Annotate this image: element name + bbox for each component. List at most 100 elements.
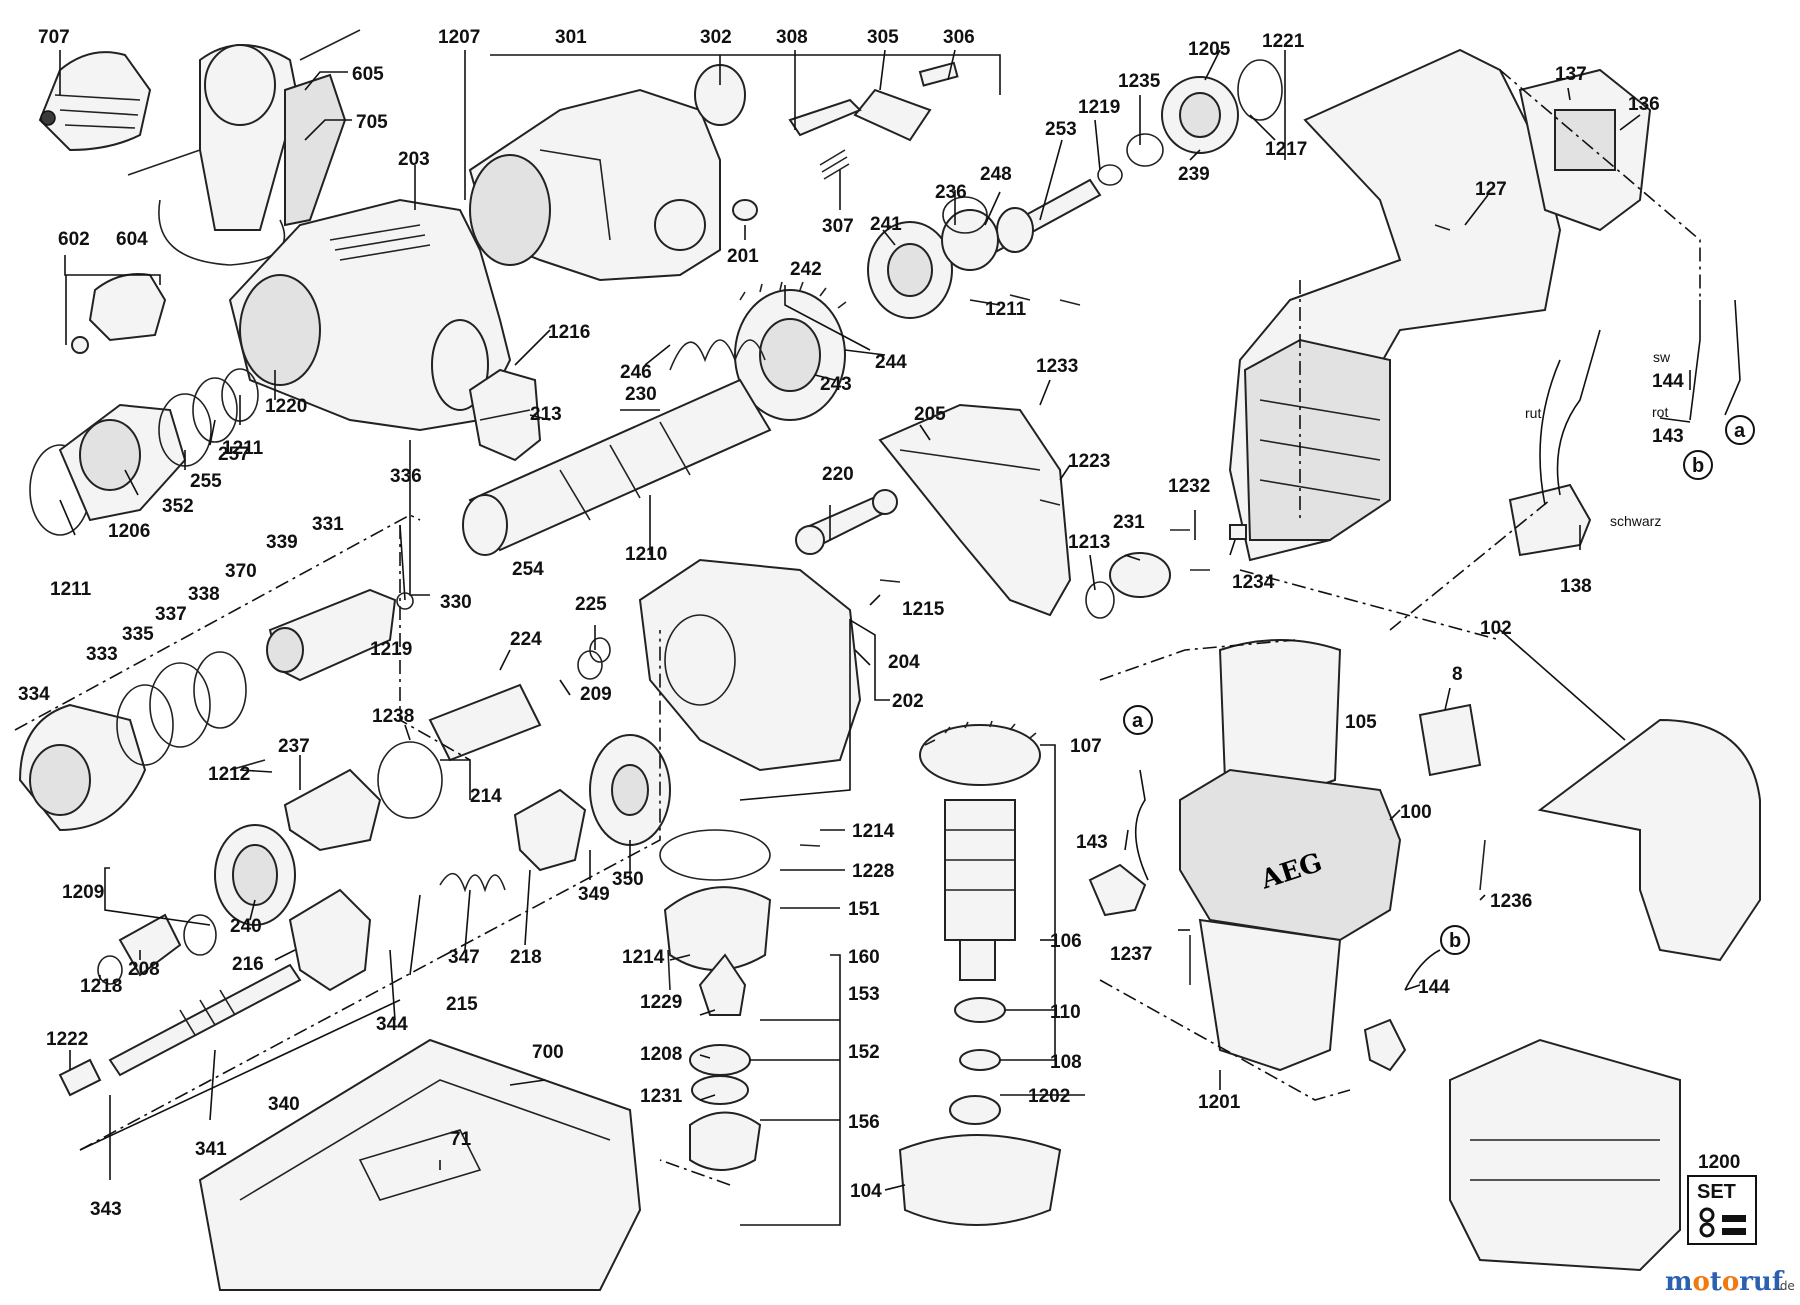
part-label-201: 201 bbox=[727, 246, 759, 267]
part-label-241: 241 bbox=[870, 214, 902, 235]
part-label-1232: 1232 bbox=[1168, 476, 1210, 497]
group-brackets bbox=[14, 69, 1701, 1186]
tool-holder bbox=[266, 588, 397, 682]
part-label-137: 137 bbox=[1555, 64, 1587, 85]
part-label-352: 352 bbox=[162, 496, 194, 517]
crank-housing bbox=[638, 558, 862, 772]
part-label-246: 246 bbox=[620, 362, 652, 383]
part-label-110: 110 bbox=[1050, 1002, 1081, 1023]
part-label-604: 604 bbox=[116, 229, 148, 250]
flange bbox=[1085, 552, 1171, 619]
part-label-203: 203 bbox=[398, 149, 430, 170]
handle-shell bbox=[1449, 718, 1761, 1272]
part-label-331: 331 bbox=[312, 514, 344, 535]
side-handle bbox=[127, 29, 361, 266]
bevel-gear-group bbox=[659, 829, 772, 1171]
part-label-302: 302 bbox=[700, 27, 732, 48]
small-gear-parts bbox=[732, 61, 959, 221]
part-label-205: 205 bbox=[914, 404, 946, 425]
set-badge-text: SET bbox=[1697, 1181, 1736, 1203]
part-label-1221: 1221 bbox=[1262, 31, 1305, 52]
gear-disc bbox=[589, 734, 671, 846]
wires bbox=[1134, 299, 1741, 991]
part-label-308: 308 bbox=[776, 27, 808, 48]
type-label bbox=[1418, 703, 1482, 777]
screws bbox=[229, 224, 1486, 991]
piston-parts bbox=[283, 637, 611, 852]
part-label-213: 213 bbox=[530, 404, 562, 425]
part-label-1228: 1228 bbox=[852, 861, 894, 882]
clutch-rings bbox=[1097, 59, 1283, 186]
part-label-237: 237 bbox=[278, 736, 310, 757]
part-label-335: 335 bbox=[122, 624, 154, 645]
armature bbox=[919, 720, 1041, 981]
connecting-rod bbox=[795, 489, 898, 555]
part-label-248: 248 bbox=[980, 164, 1012, 185]
part-label-1219-a: 1219 bbox=[1078, 97, 1120, 118]
watermark-main: motoruf bbox=[1665, 1267, 1785, 1297]
part-label-1208: 1208 bbox=[640, 1044, 682, 1065]
part-label-1210: 1210 bbox=[625, 544, 667, 565]
part-label-1233: 1233 bbox=[1036, 356, 1078, 377]
part-label-1211-b: 1211 bbox=[222, 438, 264, 459]
part-label-333: 333 bbox=[86, 644, 118, 665]
part-label-214: 214 bbox=[470, 786, 502, 807]
motor-housing bbox=[1179, 639, 1402, 1072]
part-label-204: 204 bbox=[888, 652, 920, 673]
part-label-301: 301 bbox=[555, 27, 587, 48]
wire-label-rot: rot bbox=[1652, 404, 1668, 420]
callout-letter: b bbox=[1692, 455, 1704, 477]
part-label-339: 339 bbox=[266, 532, 298, 553]
part-label-100: 100 bbox=[1400, 802, 1432, 823]
part-label-1201: 1201 bbox=[1198, 1092, 1241, 1113]
part-label-341: 341 bbox=[195, 1139, 227, 1160]
wire-label-rut: rut bbox=[1525, 405, 1541, 421]
part-label-349: 349 bbox=[578, 884, 610, 905]
armature-bearings bbox=[954, 997, 1006, 1071]
part-label-1222: 1222 bbox=[46, 1029, 88, 1050]
part-label-1234: 1234 bbox=[1232, 572, 1275, 593]
part-label-705: 705 bbox=[356, 112, 388, 133]
part-label-160: 160 bbox=[848, 947, 880, 968]
part-label-107: 107 bbox=[1070, 736, 1102, 757]
part-label-1207: 1207 bbox=[438, 27, 480, 48]
gear-housing bbox=[228, 198, 512, 432]
part-label-152: 152 bbox=[848, 1042, 880, 1063]
part-label-208: 208 bbox=[128, 959, 160, 980]
hammer-tube bbox=[462, 378, 772, 556]
watermark-suffix: .de bbox=[1776, 1279, 1795, 1293]
part-label-253: 253 bbox=[1045, 119, 1077, 140]
part-label-1229: 1229 bbox=[640, 992, 682, 1013]
callout-letter: b bbox=[1449, 930, 1461, 952]
part-label-306: 306 bbox=[943, 27, 975, 48]
carry-case bbox=[198, 1038, 642, 1291]
part-label-337: 337 bbox=[155, 604, 187, 625]
part-label-307: 307 bbox=[822, 216, 854, 237]
part-label-106: 106 bbox=[1050, 931, 1082, 952]
callout-letter: a bbox=[1734, 420, 1746, 442]
cover bbox=[878, 403, 1072, 617]
front-cap bbox=[18, 703, 147, 832]
part-label-1202: 1202 bbox=[1028, 1086, 1070, 1107]
part-label-151: 151 bbox=[848, 899, 880, 920]
part-label-1217: 1217 bbox=[1265, 139, 1307, 160]
front-sleeves bbox=[29, 368, 259, 536]
part-label-1216: 1216 bbox=[548, 322, 590, 343]
part-label-1215: 1215 bbox=[902, 599, 945, 620]
part-label-1236: 1236 bbox=[1490, 891, 1532, 912]
part-label-1220: 1220 bbox=[265, 396, 307, 417]
wobble-parts bbox=[439, 788, 587, 893]
part-label-347: 347 bbox=[448, 947, 480, 968]
rear-handle-housing bbox=[1228, 48, 1562, 562]
part-label-242: 242 bbox=[790, 259, 822, 280]
part-label-138: 138 bbox=[1560, 576, 1592, 597]
part-label-143-b: 143 bbox=[1076, 832, 1108, 853]
part-number-labels: 707 605 705 203 1207 301 302 308 305 306… bbox=[18, 27, 1740, 1220]
switch-parts bbox=[1088, 863, 1407, 1072]
part-label-243: 243 bbox=[820, 374, 852, 395]
washer-dot bbox=[396, 592, 414, 610]
part-label-202: 202 bbox=[892, 691, 924, 712]
part-label-153: 153 bbox=[848, 984, 880, 1005]
part-drawings bbox=[18, 29, 1761, 1291]
